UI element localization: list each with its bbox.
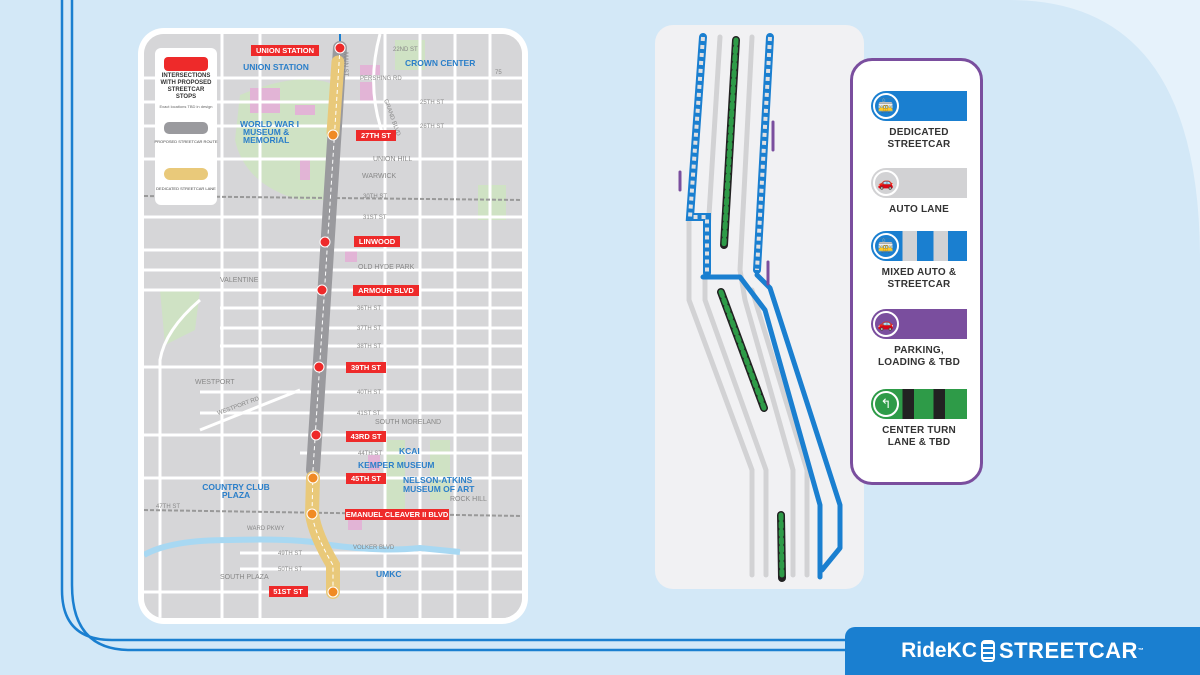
trademark: ™ [1137,648,1144,654]
parking-loading-zones [678,120,775,286]
logo-ridekc: RideKC [901,639,977,662]
route-centerline [311,47,341,592]
svg-text:WARWICK: WARWICK [362,173,397,180]
svg-text:PERSHING RD: PERSHING RD [360,76,402,82]
svg-text:OLD HYDE PARK: OLD HYDE PARK [358,264,415,271]
center-turn-lanes [717,36,786,582]
svg-text:38TH ST: 38TH ST [357,344,381,350]
svg-text:43RD ST: 43RD ST [351,432,382,441]
svg-text:36TH ST: 36TH ST [357,306,381,312]
streetcar-stops: UNION STATION 27TH ST LINWOOD ARMOUR BLV… [251,42,449,598]
streetcar-icon [980,640,995,662]
svg-text:25TH ST: 25TH ST [420,100,444,106]
stop-27th-st[interactable]: 27TH ST [327,129,396,141]
svg-text:EMANUEL CLEAVER II BLVD: EMANUEL CLEAVER II BLVD [346,510,449,519]
svg-text:27TH ST: 27TH ST [361,131,391,140]
svg-text:ARMOUR BLVD: ARMOUR BLVD [358,286,414,295]
legend-center-turn-lane: ↰ CENTER TURN LANE & TBD [871,389,967,449]
svg-text:KCAI: KCAI [399,446,420,456]
route-map-card: Exact locations TBD in design PROPOSED S… [138,28,528,624]
stop-43rd-st[interactable]: 43RD ST [310,429,386,442]
svg-text:SOUTH PLAZA: SOUTH PLAZA [220,574,269,581]
svg-text:ROCK HILL: ROCK HILL [450,496,487,503]
mixed-lanes [685,33,774,277]
svg-text:PLAZA: PLAZA [222,490,250,500]
brush-creek [144,536,461,558]
svg-text:UNION STATION: UNION STATION [243,62,309,72]
svg-text:30TH ST: 30TH ST [363,194,387,200]
buildings [250,65,380,530]
svg-text:CROWN CENTER: CROWN CENTER [405,58,475,68]
svg-text:49TH ST: 49TH ST [278,551,302,557]
route-map: Exact locations TBD in design PROPOSED S… [144,34,522,618]
streetcar-car-icon: 🚋 [873,233,899,259]
car-icon: 🚗 [873,170,899,196]
svg-text:26TH ST: 26TH ST [420,124,444,130]
legend-route-label: PROPOSED STREETCAR ROUTE [154,139,217,144]
legend-auto-lane: 🚗 AUTO LANE [871,168,967,216]
legend-stops-note: Exact locations TBD in design [159,104,212,109]
svg-text:WARD PKWY: WARD PKWY [247,526,284,532]
svg-text:51ST ST: 51ST ST [273,587,303,596]
svg-text:VOLKER BLVD: VOLKER BLVD [353,545,395,551]
svg-text:VALENTINE: VALENTINE [220,277,259,284]
map-legend: Exact locations TBD in design PROPOSED S… [154,48,218,205]
legend-stops-label: INTERSECTIONS WITH PROPOSED STREETCAR ST… [160,73,212,100]
lane-type-legend: 🚋 DEDICATED STREETCAR 🚗 AUTO LANE 🚋 MIXE… [850,58,983,485]
svg-text:MUSEUM &: MUSEUM & [243,127,289,137]
svg-text:UNION STATION: UNION STATION [256,46,314,55]
svg-text:40TH ST: 40TH ST [357,390,381,396]
lane-configuration-diagram [678,33,843,582]
svg-text:COUNTRY CLUB: COUNTRY CLUB [202,482,270,492]
svg-text:47TH ST: 47TH ST [156,504,180,510]
stop-linwood[interactable]: LINWOOD [319,236,400,248]
landmark-labels: UNION STATION CROWN CENTER WORLD WAR I M… [202,58,475,579]
svg-text:37TH ST: 37TH ST [357,326,381,332]
svg-text:KEMPER MUSEUM: KEMPER MUSEUM [358,460,435,470]
dedicated-lane-north [326,55,345,140]
svg-text:UNION HILL: UNION HILL [373,156,412,163]
svg-text:WESTPORT: WESTPORT [195,379,235,386]
svg-text:31ST ST: 31ST ST [363,215,387,221]
svg-text:45TH ST: 45TH ST [351,474,381,483]
neighborhood-labels: UNION HILL WARWICK OLD HYDE PARK VALENTI… [195,156,487,581]
dedicated-streetcar-lanes [700,272,843,580]
stop-union-station[interactable]: UNION STATION [251,42,346,56]
svg-text:LINWOOD: LINWOOD [359,237,396,246]
stop-emanuel-cleaver-ii-blvd[interactable]: EMANUEL CLEAVER II BLVD [306,508,449,520]
ridekc-streetcar-logo: RideKC STREETCAR ™ [845,627,1200,675]
legend-mixed-auto-streetcar: 🚋 MIXED AUTO & STREETCAR [871,231,967,291]
svg-text:NELSON-ATKINS: NELSON-ATKINS [403,475,473,485]
auto-lanes [686,34,810,578]
svg-text:MEMORIAL: MEMORIAL [243,135,289,145]
svg-text:WORLD WAR I: WORLD WAR I [240,119,299,129]
svg-text:44TH ST: 44TH ST [358,451,382,457]
stop-39th-st[interactable]: 39TH ST [313,361,386,373]
logo-streetcar: STREETCAR [998,638,1138,663]
left-turn-arrow-icon: ↰ [873,391,899,417]
svg-text:SOUTH MORELAND: SOUTH MORELAND [375,419,441,426]
stop-51st-st[interactable]: 51ST ST [269,586,339,598]
rail-line [144,509,522,517]
svg-text:41ST ST: 41ST ST [357,411,381,417]
legend-dedicated-streetcar: 🚋 DEDICATED STREETCAR [871,91,967,151]
svg-text:22ND ST: 22ND ST [393,47,418,53]
svg-text:50TH ST: 50TH ST [278,567,302,573]
stop-45th-st[interactable]: 45TH ST [307,472,386,484]
svg-text:UMKC: UMKC [376,569,402,579]
lane-diagram-card [655,25,864,589]
legend-lane-label: DEDICATED STREETCAR LANE [156,186,216,191]
svg-text:39TH ST: 39TH ST [351,363,381,372]
parking-person-car-icon: 🚗 [873,311,899,337]
legend-parking-loading: 🚗 PARKING, LOADING & TBD [871,309,967,369]
stop-armour-blvd[interactable]: ARMOUR BLVD [316,284,419,296]
streetcar-icon: 🚋 [873,93,899,119]
svg-text:MAIN ST: MAIN ST [342,52,348,77]
svg-text:MUSEUM OF ART: MUSEUM OF ART [403,484,475,494]
svg-text:75: 75 [495,70,502,76]
